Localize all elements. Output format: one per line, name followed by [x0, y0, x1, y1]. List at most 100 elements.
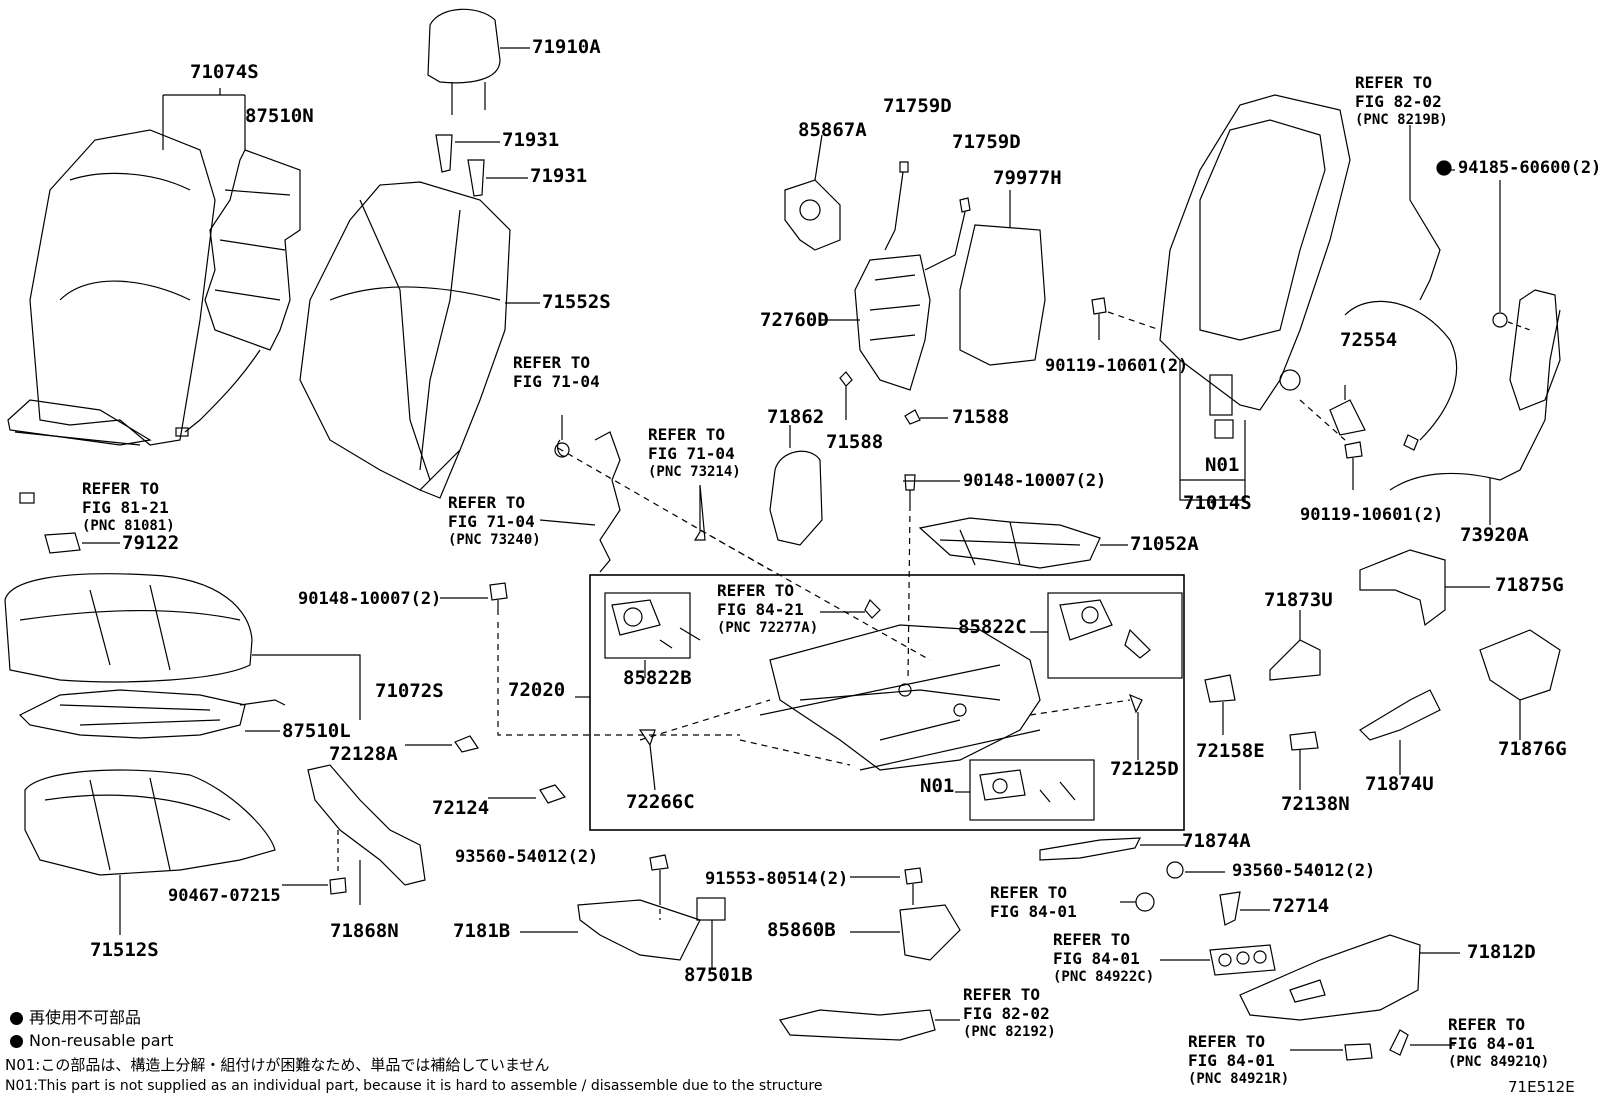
- refer-fig-82-02-top[interactable]: REFER TO FIG 82-02 (PNC 8219B): [1355, 73, 1448, 130]
- part-label-79122[interactable]: 79122: [122, 532, 180, 554]
- part-label-71874U[interactable]: 71874U: [1365, 773, 1434, 795]
- refer-fig-84-01-a[interactable]: REFER TO FIG 84-01: [990, 883, 1077, 921]
- part-label-71588-b[interactable]: 71588: [952, 406, 1010, 428]
- bracket-72554-drawing: [1329, 385, 1366, 436]
- refer-fig-84-21[interactable]: REFER TO FIG 84-21 (PNC 72277A): [717, 581, 818, 638]
- part-label-71074S[interactable]: 71074S: [190, 61, 259, 83]
- refer-fig-84-01-c[interactable]: REFER TO FIG 84-01 (PNC 84921R): [1188, 1032, 1289, 1089]
- part-label-71588-a[interactable]: 71588: [826, 431, 884, 453]
- refer-fig-81-21[interactable]: REFER TO FIG 81-21 (PNC 81081): [82, 479, 175, 536]
- part-label-73920A[interactable]: 73920A: [1460, 524, 1529, 546]
- part-label-71874A[interactable]: 71874A: [1182, 830, 1251, 852]
- adjuster-assembly-box: [557, 447, 1185, 831]
- refer-fig-84-01-b[interactable]: REFER TO FIG 84-01 (PNC 84922C): [1053, 930, 1154, 987]
- part-label-71931-a[interactable]: 71931: [502, 129, 560, 151]
- part-label-72124[interactable]: 72124: [432, 797, 490, 819]
- part-label-90148-10007-a[interactable]: 90148-10007(2): [963, 471, 1107, 491]
- refer-line: (PNC 73240): [448, 532, 541, 548]
- part-label-72020[interactable]: 72020: [508, 679, 566, 701]
- refer-line: REFER TO: [448, 493, 526, 512]
- part-label-87510N[interactable]: 87510N: [245, 105, 314, 127]
- part-label-85822C[interactable]: 85822C: [958, 616, 1027, 638]
- part-label-85822B[interactable]: 85822B: [623, 667, 692, 689]
- part-label-90467-07215[interactable]: 90467-07215: [168, 886, 281, 906]
- seatback-frame-drawing: [1159, 94, 1351, 481]
- refer-fig-71-04-c[interactable]: REFER TO FIG 71-04 (PNC 73240): [448, 493, 541, 550]
- part-label-71512S[interactable]: 71512S: [90, 939, 159, 961]
- part-label-71875G[interactable]: 71875G: [1495, 574, 1564, 596]
- part-label-93560-54012-b[interactable]: 93560-54012(2): [1232, 861, 1376, 881]
- part-label-72128A[interactable]: 72128A: [329, 743, 398, 765]
- part-label-90119-10601-b[interactable]: 90119-10601(2): [1300, 505, 1444, 525]
- part-label-72554[interactable]: 72554: [1340, 329, 1398, 351]
- refer-line: (PNC 84922C): [1053, 969, 1155, 985]
- part-label-71759D-b[interactable]: 71759D: [952, 131, 1021, 153]
- refer-line: (PNC 84921Q): [1448, 1054, 1550, 1070]
- part-label-72714[interactable]: 72714: [1272, 895, 1330, 917]
- part-label-71873U[interactable]: 71873U: [1264, 589, 1333, 611]
- part-label-72158E[interactable]: 72158E: [1196, 740, 1265, 762]
- trim-71875G-drawing: [1359, 549, 1490, 627]
- part-label-94185-60600[interactable]: 94185-60600(2): [1458, 158, 1601, 178]
- part-label-91553-80514[interactable]: 91553-80514(2): [705, 869, 849, 889]
- part-label-N01-a[interactable]: N01: [1205, 454, 1240, 476]
- part-label-71862[interactable]: 71862: [767, 406, 825, 428]
- part-label-71910A[interactable]: 71910A: [532, 36, 601, 58]
- seat-frame-71052A-drawing: [904, 474, 1128, 681]
- wire-harness-drawing: [1344, 125, 1561, 525]
- part-label-71052A[interactable]: 71052A: [1130, 533, 1199, 555]
- legend-text: 再使用不可部品: [29, 1008, 142, 1027]
- part-label-72125D[interactable]: 72125D: [1110, 758, 1179, 780]
- part-label-71552S[interactable]: 71552S: [542, 291, 611, 313]
- part-label-85867A[interactable]: 85867A: [798, 119, 867, 141]
- back-pad-drawing: [959, 190, 1046, 366]
- part-label-90148-10007-b[interactable]: 90148-10007(2): [298, 589, 442, 609]
- trim-71874A-drawing: [1039, 837, 1185, 861]
- part-label-71876G[interactable]: 71876G: [1498, 738, 1567, 760]
- refer-line: REFER TO: [1188, 1032, 1266, 1051]
- headrest-drawing: [427, 8, 530, 115]
- headrest-guides-drawing: [435, 134, 528, 197]
- refer-line: REFER TO: [648, 425, 726, 444]
- refer-fig-71-04-a[interactable]: REFER TO FIG 71-04: [513, 353, 600, 391]
- refer-line: FIG 71-04: [513, 372, 600, 391]
- part-label-85860B[interactable]: 85860B: [767, 919, 836, 941]
- bottom-right-drawing: [1120, 861, 1460, 1061]
- part-label-87501B[interactable]: 87501B: [684, 964, 753, 986]
- part-label-71931-b[interactable]: 71931: [530, 165, 588, 187]
- part-label-93560-54012-a[interactable]: 93560-54012(2): [455, 847, 599, 867]
- refer-line: REFER TO: [513, 353, 591, 372]
- refer-fig-82-02-bottom[interactable]: REFER TO FIG 82-02 (PNC 82192): [963, 985, 1056, 1042]
- trim-71876G-drawing: [1479, 629, 1561, 740]
- refer-line: (PNC 72277A): [717, 620, 819, 636]
- refer-line: FIG 82-02: [963, 1004, 1050, 1023]
- panel-71868N-drawing: [282, 764, 426, 905]
- bottom-center-drawing: [520, 854, 961, 1041]
- part-label-71812D[interactable]: 71812D: [1467, 941, 1536, 963]
- part-label-71868N[interactable]: 71868N: [330, 920, 399, 942]
- leader: [162, 88, 246, 150]
- cover-71862-drawing: [769, 425, 823, 546]
- refer-line: FIG 84-01: [1448, 1034, 1535, 1053]
- refer-line: (PNC 73214): [648, 464, 741, 480]
- clip-72124-drawing: [488, 784, 567, 804]
- part-label-72266C[interactable]: 72266C: [626, 791, 695, 813]
- part-label-79977H[interactable]: 79977H: [993, 167, 1062, 189]
- legend-n01-jp: N01:この部品は、構造上分解・組付けが困難なため、単品では補給していません: [5, 1056, 550, 1074]
- part-label-N01-b[interactable]: N01: [920, 775, 955, 797]
- part-label-87510L[interactable]: 87510L: [282, 720, 351, 742]
- clip-72128A-drawing: [405, 735, 479, 753]
- part-label-72760D[interactable]: 72760D: [760, 309, 829, 331]
- part-label-7181B[interactable]: 7181B: [453, 920, 511, 942]
- seatbelt-buckle-drawing: [539, 415, 706, 573]
- part-label-71759D-a[interactable]: 71759D: [883, 95, 952, 117]
- refer-fig-71-04-b[interactable]: REFER TO FIG 71-04 (PNC 73214): [648, 425, 741, 482]
- part-label-71014S[interactable]: 71014S: [1183, 492, 1252, 514]
- lumbar-support-drawing: [820, 161, 971, 425]
- lumbar-motor-drawing: [784, 134, 841, 251]
- refer-fig-84-01-d[interactable]: REFER TO FIG 84-01 (PNC 84921Q): [1448, 1015, 1549, 1072]
- part-label-71072S[interactable]: 71072S: [375, 680, 444, 702]
- part-label-90119-10601-a[interactable]: 90119-10601(2): [1045, 356, 1189, 376]
- part-label-72138N[interactable]: 72138N: [1281, 793, 1350, 815]
